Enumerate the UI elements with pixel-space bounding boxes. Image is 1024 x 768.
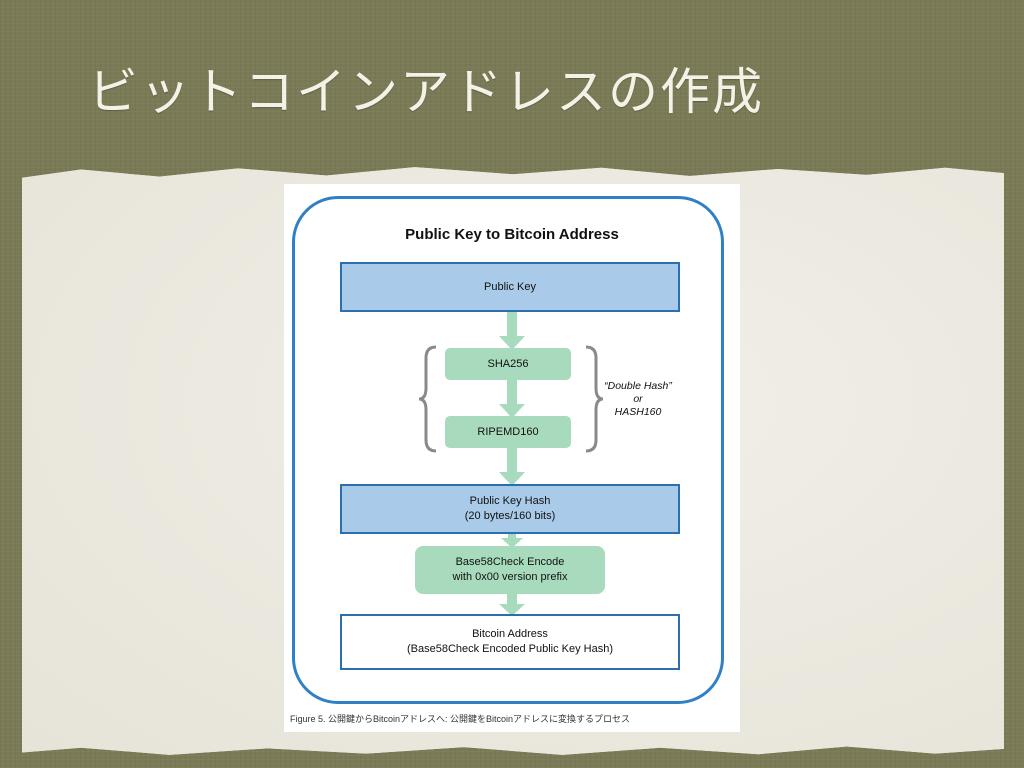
diagram-frame [292,196,724,704]
node-public-key-hash-line1: Public Key Hash [469,495,551,507]
node-ripemd160-label: RIPEMD160 [477,425,539,438]
node-base58check: Base58Check Encode with 0x00 version pre… [415,546,605,594]
node-sha256-label: SHA256 [487,357,529,370]
node-ripemd160: RIPEMD160 [445,416,571,448]
slide-title: ビットコインアドレスの作成 [88,63,764,121]
arrow-ripemd160-to-public-key-hash [499,446,525,486]
arrow-sha256-to-ripemd160 [499,378,525,418]
arrow-base58check-to-bitcoin-address [499,592,525,616]
double-hash-annotation: “Double Hash” or HASH160 [598,380,678,419]
left-brace [418,345,437,453]
arrow-public-key-hash-to-base58check [501,532,523,548]
node-bitcoin-address-line2: (Base58Check Encoded Public Key Hash) [406,643,614,655]
annotation-line1: “Double Hash” [604,380,672,392]
figure-caption: Figure 5. 公開鍵からBitcoinアドレスへ: 公開鍵をBitcoin… [290,714,631,724]
right-brace [585,345,604,453]
arrow-public-key-to-sha256 [499,310,525,350]
diagram-figure: Public Key to Bitcoin Address Public Key… [284,184,740,732]
node-public-key-label: Public Key [484,280,536,293]
annotation-line3: HASH160 [614,406,662,418]
node-bitcoin-address-line1: Bitcoin Address [472,628,548,640]
node-base58check-line2: with 0x00 version prefix [452,571,568,583]
node-public-key: Public Key [340,262,680,312]
node-public-key-hash: Public Key Hash (20 bytes/160 bits) [340,484,680,534]
node-base58check-line1: Base58Check Encode [455,556,565,568]
diagram-title: Public Key to Bitcoin Address [405,226,619,243]
node-sha256: SHA256 [445,348,571,380]
node-public-key-hash-line2: (20 bytes/160 bits) [464,510,556,522]
annotation-line2: or [633,393,643,405]
node-bitcoin-address: Bitcoin Address (Base58Check Encoded Pub… [340,614,680,670]
